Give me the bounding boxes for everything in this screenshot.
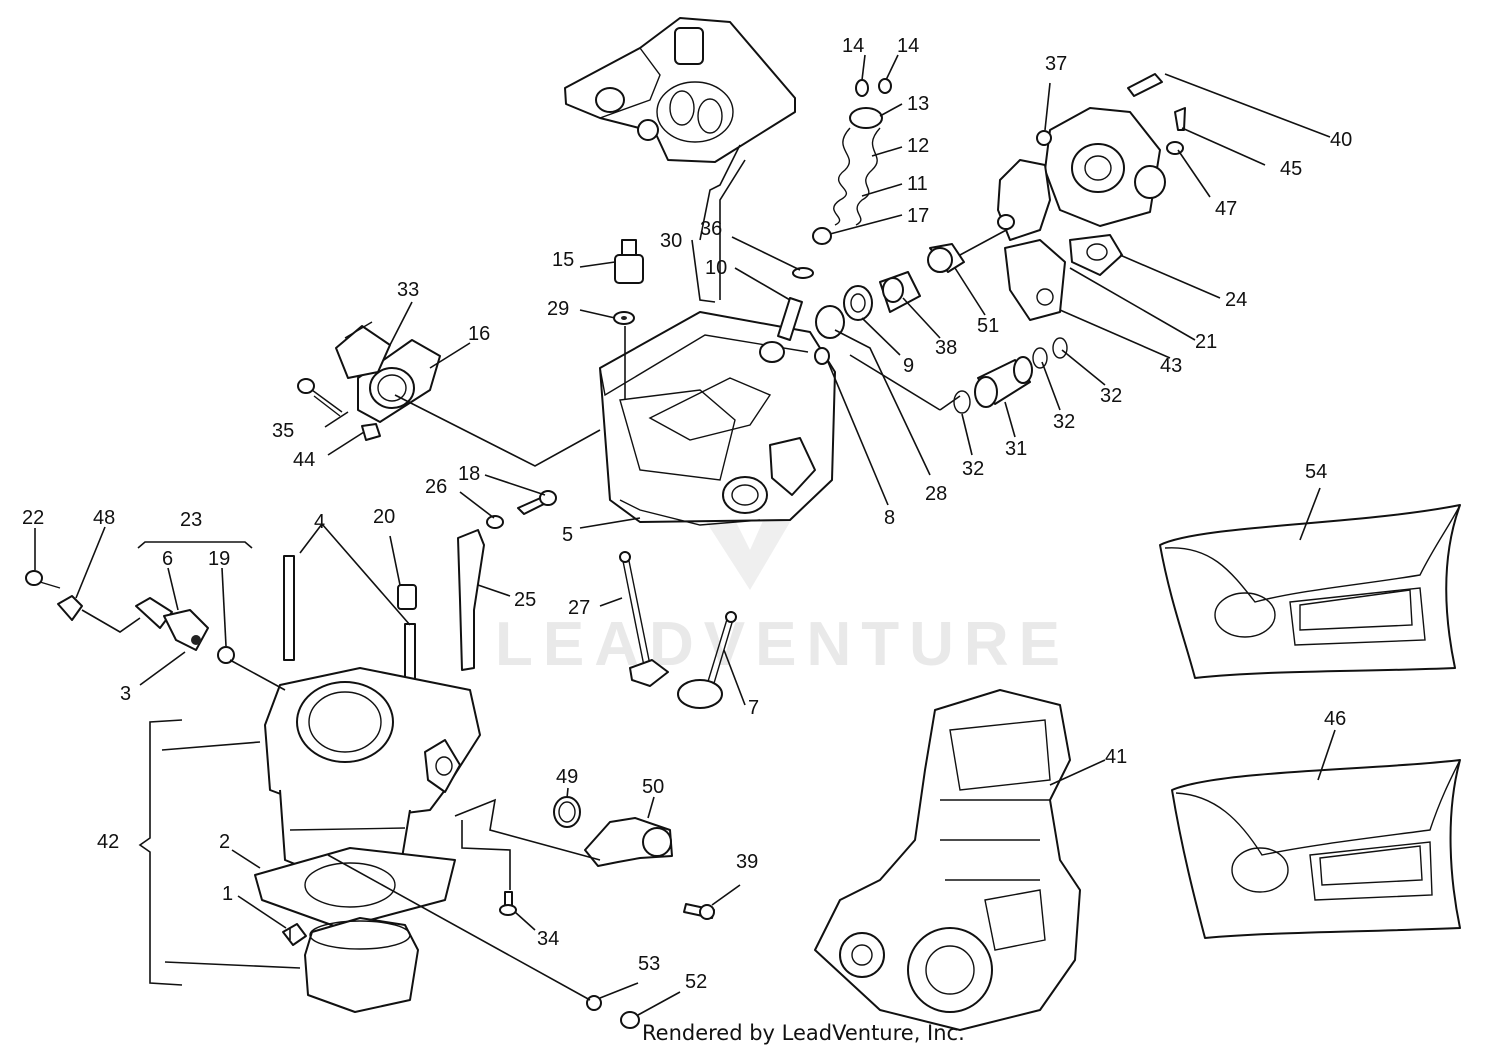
piston[interactable]	[304, 917, 419, 1013]
label-32a: 32	[1100, 385, 1122, 407]
footer-credit: Rendered by LeadVenture, Inc.	[642, 1021, 965, 1045]
camshaft-parts[interactable]	[814, 243, 965, 365]
valve-guide-15[interactable]	[614, 239, 644, 284]
washer-19[interactable]	[217, 646, 235, 664]
part-labels: 14 14 13 12 11 17 36 30 10 15 29 37 40 4…	[22, 35, 1352, 993]
washer-53[interactable]	[586, 995, 602, 1011]
bag-54[interactable]	[1159, 504, 1461, 679]
label-5: 5	[562, 524, 573, 546]
bolt-18[interactable]	[517, 490, 557, 515]
label-39: 39	[736, 851, 758, 873]
label-22: 22	[22, 507, 44, 529]
washer-29[interactable]	[613, 311, 635, 325]
label-8: 8	[884, 507, 895, 529]
water-pump-housing[interactable]	[997, 73, 1186, 321]
label-40: 40	[1330, 129, 1352, 151]
bolt-22[interactable]	[25, 570, 61, 589]
label-38: 38	[935, 337, 957, 359]
label-11: 11	[907, 173, 928, 195]
watermark-text: LEADVENTURE	[495, 610, 1070, 679]
label-19: 19	[208, 548, 230, 570]
bag-46[interactable]	[1171, 759, 1461, 939]
label-17: 17	[907, 205, 929, 227]
label-34: 34	[537, 928, 559, 950]
cylinder-head-cover[interactable]	[564, 17, 796, 163]
base-gasket-2[interactable]	[254, 847, 456, 929]
label-16: 16	[468, 323, 490, 345]
label-41: 41	[1105, 746, 1127, 768]
label-3: 3	[120, 683, 131, 705]
label-25: 25	[514, 589, 536, 611]
label-54: 54	[1305, 461, 1327, 483]
label-31: 31	[1005, 438, 1027, 460]
oring-49[interactable]	[553, 796, 581, 828]
label-35: 35	[272, 420, 294, 442]
label-50: 50	[642, 776, 664, 798]
label-32b: 32	[1053, 411, 1075, 433]
bracket-25[interactable]	[457, 529, 485, 671]
nut-20[interactable]	[397, 584, 417, 610]
label-10: 10	[705, 257, 727, 279]
label-14b: 14	[897, 35, 919, 57]
watermark: LEADVENTURE	[495, 505, 1070, 679]
label-52: 52	[685, 971, 707, 993]
leader-lines	[34, 54, 1336, 1016]
label-20: 20	[373, 506, 395, 528]
label-42: 42	[97, 831, 119, 853]
label-28: 28	[925, 483, 947, 505]
engine-assembly[interactable]	[814, 689, 1081, 1031]
label-32c: 32	[962, 458, 984, 480]
valve-spring-stack[interactable]	[777, 78, 892, 341]
valve-27[interactable]	[619, 551, 669, 687]
label-29: 29	[547, 298, 569, 320]
label-2: 2	[219, 831, 230, 853]
label-15: 15	[552, 249, 574, 271]
label-1: 1	[222, 883, 233, 905]
bolt-35[interactable]	[297, 378, 343, 417]
label-43: 43	[1160, 355, 1182, 377]
label-4: 4	[314, 511, 325, 533]
label-51: 51	[977, 315, 999, 337]
label-7: 7	[748, 697, 759, 719]
cylinder[interactable]	[264, 667, 481, 881]
fitting-50[interactable]	[584, 817, 673, 867]
label-30: 30	[660, 230, 682, 252]
label-45: 45	[1280, 158, 1302, 180]
label-26: 26	[425, 476, 447, 498]
valve-7[interactable]	[677, 611, 737, 709]
label-49: 49	[556, 766, 578, 788]
washer-44[interactable]	[361, 423, 381, 441]
label-6: 6	[162, 548, 173, 570]
clamp-48[interactable]	[57, 595, 83, 621]
label-33: 33	[397, 279, 419, 301]
valve-body-31[interactable]	[953, 337, 1068, 414]
label-18: 18	[458, 463, 480, 485]
label-21: 21	[1195, 331, 1217, 353]
intake-manifold[interactable]	[335, 321, 441, 423]
label-9: 9	[903, 355, 914, 377]
label-24: 24	[1225, 289, 1247, 311]
label-37: 37	[1045, 53, 1067, 75]
washer-26[interactable]	[486, 515, 504, 529]
nut-1[interactable]	[282, 923, 307, 946]
label-23: 23	[180, 509, 202, 531]
bolt-34[interactable]	[499, 891, 517, 916]
label-47: 47	[1215, 198, 1237, 220]
bolt-39[interactable]	[683, 903, 715, 920]
label-53: 53	[638, 953, 660, 975]
cylinder-head[interactable]	[599, 311, 836, 526]
label-14a: 14	[842, 35, 864, 57]
sensor-6[interactable]	[135, 597, 209, 651]
label-46: 46	[1324, 708, 1346, 730]
label-27: 27	[568, 597, 590, 619]
label-13: 13	[907, 93, 929, 115]
bolt-52[interactable]	[620, 1011, 640, 1029]
label-48: 48	[93, 507, 115, 529]
label-12: 12	[907, 135, 929, 157]
label-36: 36	[700, 218, 722, 240]
label-44: 44	[293, 449, 315, 471]
